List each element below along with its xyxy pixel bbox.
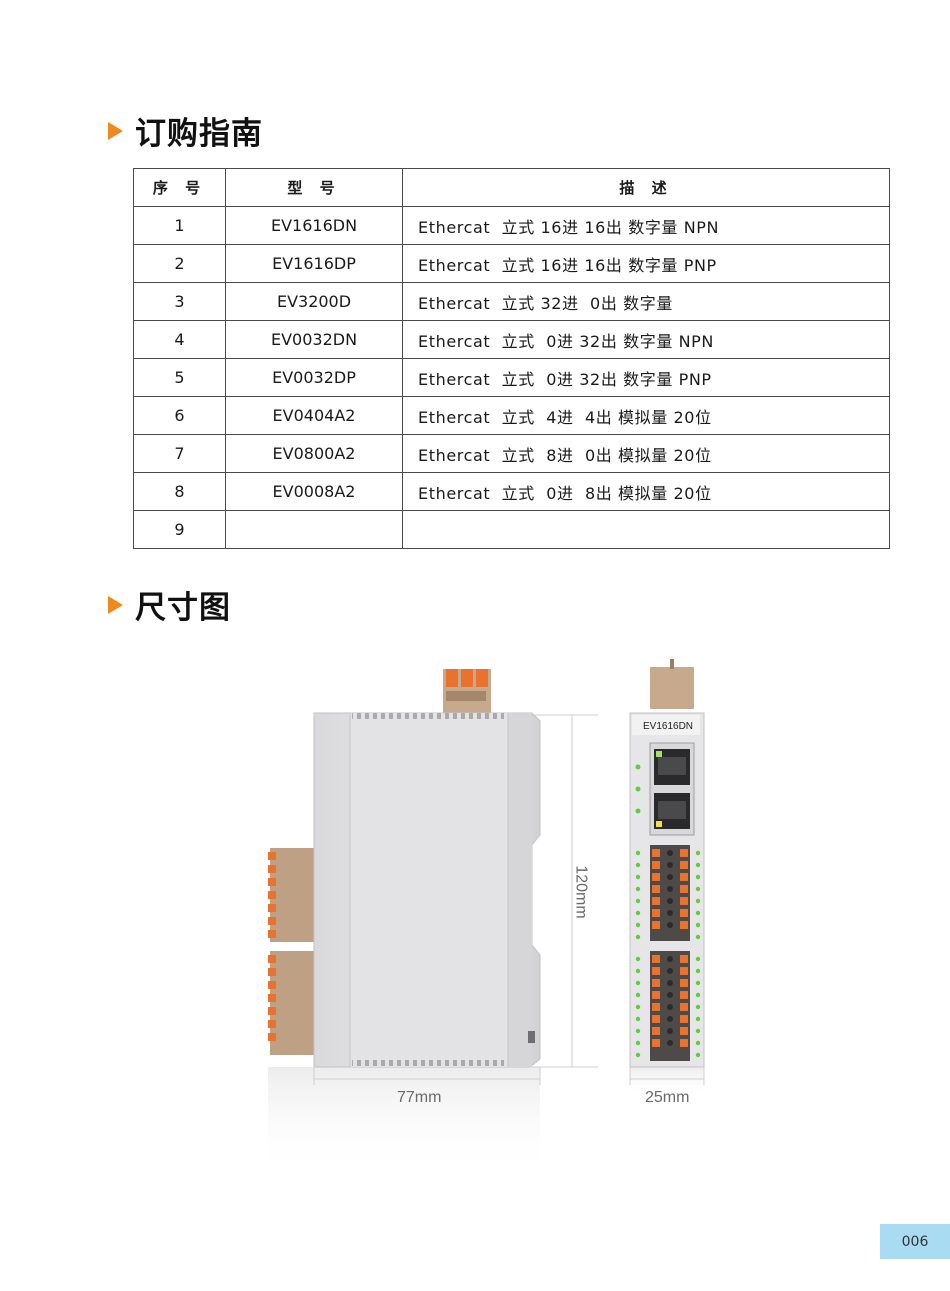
row-index: 5 (133, 358, 226, 397)
row-description: Ethercat 立式 16进 16出 数字量 NPN (402, 206, 890, 245)
row-index: 9 (133, 510, 226, 549)
table-row: 5 EV0032DP Ethercat 立式 0进 32出 数字量 PNP (133, 358, 890, 397)
section-heading-dimensions: 尺寸图 (108, 582, 231, 627)
row-model (225, 510, 403, 549)
section-title: 尺寸图 (135, 590, 231, 626)
device-model-label: EV1616DN (643, 721, 694, 732)
height-dimension-label: 120mm (572, 865, 590, 919)
table-row: 9 (133, 510, 890, 549)
row-description: Ethercat 立式 0进 32出 数字量 PNP (402, 358, 890, 397)
table-row: 2 EV1616DP Ethercat 立式 16进 16出 数字量 PNP (133, 244, 890, 283)
row-model: EV0800A2 (225, 434, 403, 473)
row-model: EV0008A2 (225, 472, 403, 511)
header-description: 描 述 (402, 168, 890, 207)
table-row: 3 EV3200D Ethercat 立式 32进 0出 数字量 (133, 282, 890, 321)
orange-arrow-icon (108, 121, 123, 140)
ordering-table: 序 号 型 号 描 述 1 EV1616DN Ethercat 立式 16进 1… (133, 168, 890, 549)
row-description: Ethercat 立式 0进 8出 模拟量 20位 (402, 472, 890, 511)
row-description: Ethercat 立式 16进 16出 数字量 PNP (402, 244, 890, 283)
depth-dimension-label: 77mm (397, 1089, 442, 1106)
width-dimension-label: 25mm (645, 1089, 690, 1106)
row-model: EV0032DN (225, 320, 403, 359)
section-title: 订购指南 (135, 116, 263, 152)
row-description (402, 510, 890, 549)
row-description: Ethercat 立式 8进 0出 模拟量 20位 (402, 434, 890, 473)
dimension-drawing: EV1616DN 120mm 77mm 25mm (260, 655, 720, 1185)
row-model: EV1616DP (225, 244, 403, 283)
table-row: 1 EV1616DN Ethercat 立式 16进 16出 数字量 NPN (133, 206, 890, 245)
table-header-row: 序 号 型 号 描 述 (133, 168, 890, 207)
table-row: 7 EV0800A2 Ethercat 立式 8进 0出 模拟量 20位 (133, 434, 890, 473)
row-index: 3 (133, 282, 226, 321)
row-index: 1 (133, 206, 226, 245)
row-model: EV0404A2 (225, 396, 403, 435)
page-number-badge: 006 (880, 1224, 950, 1259)
row-index: 6 (133, 396, 226, 435)
page-number: 006 (901, 1233, 929, 1250)
row-model: EV1616DN (225, 206, 403, 245)
orange-arrow-icon (108, 595, 123, 614)
row-model: EV3200D (225, 282, 403, 321)
table-row: 8 EV0008A2 Ethercat 立式 0进 8出 模拟量 20位 (133, 472, 890, 511)
table-row: 6 EV0404A2 Ethercat 立式 4进 4出 模拟量 20位 (133, 396, 890, 435)
section-heading-ordering: 订购指南 (108, 108, 263, 153)
row-index: 2 (133, 244, 226, 283)
row-index: 7 (133, 434, 226, 473)
row-description: Ethercat 立式 4进 4出 模拟量 20位 (402, 396, 890, 435)
row-index: 4 (133, 320, 226, 359)
row-description: Ethercat 立式 0进 32出 数字量 NPN (402, 320, 890, 359)
table-row: 4 EV0032DN Ethercat 立式 0进 32出 数字量 NPN (133, 320, 890, 359)
row-description: Ethercat 立式 32进 0出 数字量 (402, 282, 890, 321)
device-illustration (268, 659, 705, 1175)
row-index: 8 (133, 472, 226, 511)
header-model: 型 号 (225, 168, 403, 207)
header-index: 序 号 (133, 168, 226, 207)
row-model: EV0032DP (225, 358, 403, 397)
